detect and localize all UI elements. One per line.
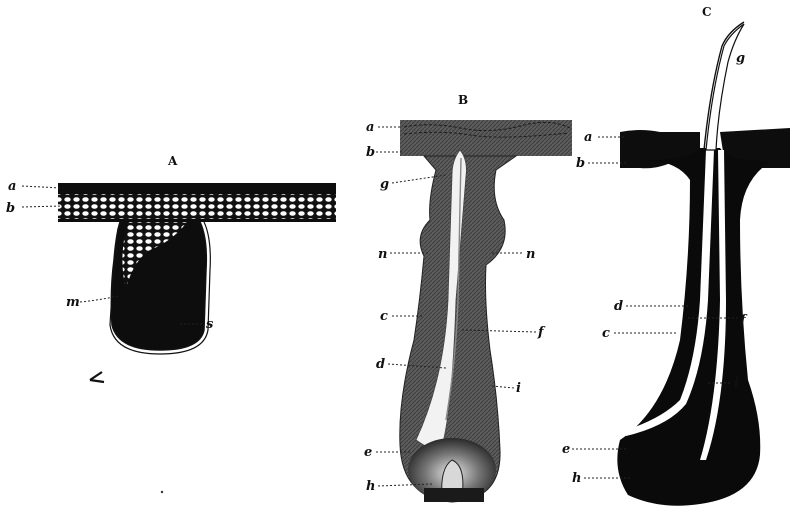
panel-b: B a b g n n c f d i e h (364, 93, 572, 502)
panel-b-label-e: e (364, 445, 372, 460)
panel-b-title: B (458, 93, 468, 107)
panel-c-label-c: c (602, 326, 610, 341)
panel-b-bulb-base (424, 488, 484, 502)
panel-c-label-a: a (584, 130, 592, 145)
panel-a-print-dot (161, 491, 163, 493)
panel-b-label-g: g (380, 177, 389, 192)
panel-c-label-h: h (572, 471, 581, 486)
panel-a-label-a: a (8, 179, 16, 194)
panel-c-label-b: b (576, 156, 585, 171)
panel-b-epidermis (400, 120, 572, 156)
panel-a-title: A (167, 154, 178, 168)
panel-b-label-i: i (516, 381, 521, 396)
panel-b-label-n-right: n (526, 247, 535, 262)
panel-b-label-d: d (376, 357, 385, 372)
panel-a: A a b m s (6, 154, 336, 493)
panel-b-label-h: h (366, 479, 375, 494)
panel-a-leader-a (22, 186, 62, 188)
panel-b-label-a: a (366, 120, 374, 135)
panel-a-bottom-edge (58, 219, 336, 222)
panel-a-label-b: b (6, 201, 15, 216)
panel-c-label-d: d (614, 299, 623, 314)
panel-a-epidermis (58, 183, 336, 194)
panel-b-label-c: c (380, 309, 388, 324)
panel-c-label-g: g (736, 51, 745, 66)
panel-a-cellular-layer (58, 192, 336, 220)
panel-a-leader-b (22, 206, 62, 207)
panel-b-label-f: f (537, 325, 546, 340)
panel-a-label-s: s (206, 317, 214, 332)
panel-b-label-n-left: n (378, 247, 387, 262)
panel-c: C g a b d f c i e h (562, 5, 790, 506)
panel-b-label-b: b (366, 145, 375, 160)
panel-c-label-e: e (562, 442, 570, 457)
panel-a-label-m: m (66, 295, 80, 310)
panel-c-follicle (617, 148, 770, 506)
panel-c-title: C (702, 5, 712, 19)
panel-a-print-mark (90, 372, 104, 382)
panel-c-label-f: f (739, 313, 748, 328)
panel-c-label-i: i (734, 376, 739, 391)
